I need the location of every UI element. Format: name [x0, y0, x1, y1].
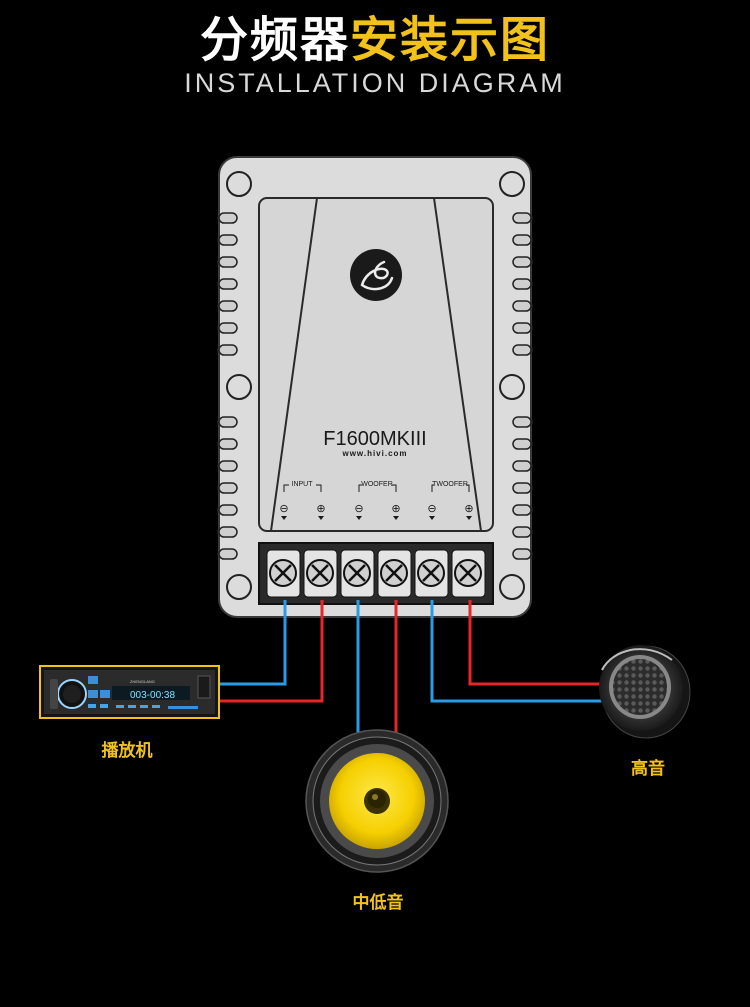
terminal-input-pos — [303, 549, 338, 598]
wiring — [220, 600, 608, 740]
page-title: 分频器安装示图 — [0, 10, 750, 70]
panel-trapezoid-lines — [270, 197, 482, 532]
wire-tweeter-negative — [430, 600, 603, 703]
group-label-input: INPUT — [292, 481, 314, 488]
wire-input-negative — [220, 600, 287, 686]
fin-slots — [218, 212, 532, 560]
woofer-speaker — [305, 729, 449, 873]
head-unit-brand: ZHENGLANG — [130, 679, 155, 684]
polarity-arrows — [281, 516, 472, 520]
hivi-swan-logo — [350, 249, 402, 301]
polarity-woofer-neg: ⊖ — [354, 503, 363, 515]
terminal-input-neg — [266, 549, 301, 598]
group-label-tweeter: TWOOFER — [432, 481, 468, 488]
head-unit-label: 播放机 — [101, 741, 153, 761]
crossover-face-panel — [258, 197, 494, 532]
tweeter-speaker — [599, 645, 691, 739]
group-brackets — [283, 484, 470, 492]
polarity-input-pos: ⊕ — [316, 503, 325, 515]
polarity-symbols: ⊖ ⊕ ⊖ ⊕ ⊖ ⊕ — [279, 503, 473, 515]
title-part-1: 分频器 — [199, 12, 350, 68]
title-part-2: 安装示图 — [350, 12, 551, 68]
page-subtitle: INSTALLATION DIAGRAM — [184, 68, 566, 98]
mounting-holes — [226, 171, 525, 600]
crossover-model: F1600MKIII — [323, 428, 426, 450]
terminal-tweeter-pos — [451, 549, 486, 598]
woofer-label: 中低音 — [352, 893, 404, 913]
terminal-woofer-neg — [340, 549, 375, 598]
wire-input-positive — [220, 600, 324, 703]
head-unit: ZHENGLANG 003-00:38 — [39, 665, 220, 719]
head-unit-display: 003-00:38 — [130, 690, 175, 701]
wire-tweeter-positive — [468, 600, 608, 686]
polarity-input-neg: ⊖ — [279, 503, 288, 515]
polarity-tweeter-pos: ⊕ — [464, 503, 473, 515]
crossover-unit: F1600MKIII www.hivi.com INPUT WOOFER TWO… — [217, 156, 533, 618]
head-unit-buttons — [88, 704, 160, 708]
polarity-woofer-pos: ⊕ — [391, 503, 400, 515]
group-label-woofer: WOOFER — [361, 481, 393, 488]
terminals — [266, 549, 486, 598]
terminal-tweeter-neg — [414, 549, 449, 598]
tweeter-label: 高音 — [631, 759, 665, 779]
polarity-tweeter-neg: ⊖ — [427, 503, 436, 515]
terminal-woofer-pos — [377, 549, 412, 598]
crossover-url: www.hivi.com — [341, 449, 407, 458]
